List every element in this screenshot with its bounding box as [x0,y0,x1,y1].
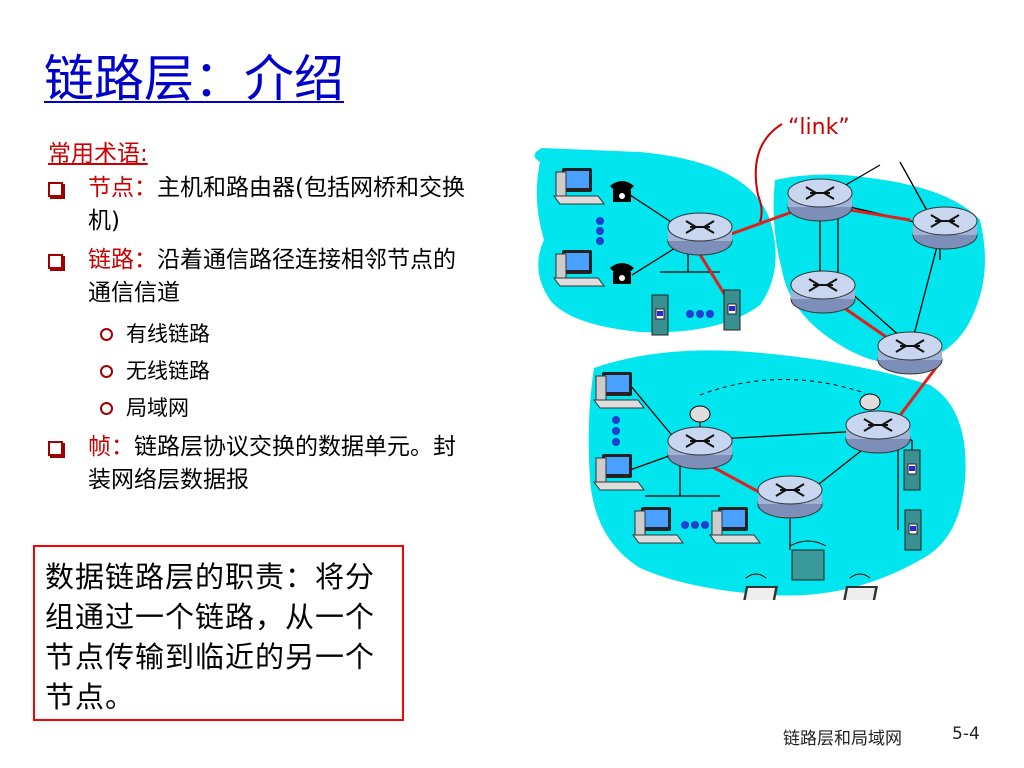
square-bullet-icon [48,441,63,456]
link-types: 有线链路 无线链路 局域网 [48,316,478,427]
sub-item: 局域网 [48,390,478,427]
footer-title: 链路层和局域网 [783,729,902,749]
duty-box: 数据链路层的职责：将分组通过一个链路，从一个节点传输到临近的另一个节点。 [33,545,404,721]
server-icon [651,294,669,336]
bullet-text: 链路层协议交换的数据单元。封装网络层数据报 [88,434,456,493]
telephone-icon [610,263,634,284]
router-icon [912,206,978,250]
bullet-keyword: 链路： [88,247,157,273]
term-list: 节点：主机和路由器(包括网桥和交换机) 链路：沿着通信路径连接相邻节点的通信信道… [48,172,478,503]
sub-item: 有线链路 [48,316,478,353]
bullet-link: 链路：沿着通信路径连接相邻节点的通信信道 [48,244,478,310]
router-icon [787,178,853,222]
terms-heading: 常用术语: [48,141,148,167]
bullet-text: 主机和路由器(包括网桥和交换机) [88,175,465,234]
access-point-icon [791,549,825,581]
page-number: 5-4 [952,724,980,744]
router-icon [877,331,943,375]
circle-bullet-icon [100,328,113,341]
router-icon [667,212,733,256]
bullet-node: 节点：主机和路由器(包括网桥和交换机) [48,172,478,238]
sub-item: 无线链路 [48,353,478,390]
telephone-icon [610,181,634,202]
router-icon [757,475,823,519]
server-icon [903,449,921,491]
router-icon [790,270,856,314]
bullet-keyword: 节点： [88,175,157,201]
bullet-text: 沿着通信路径连接相邻节点的通信信道 [88,247,456,306]
router-icon [667,426,733,470]
circle-bullet-icon [100,365,113,378]
router-icon [845,410,911,454]
bullet-keyword: 帧： [88,434,134,460]
page-title: 链路层：介绍 [44,50,344,108]
wireless-signal-icon [745,540,871,579]
satellite-dish-icon [689,393,881,423]
bullet-frame: 帧：链路层协议交换的数据单元。封装网络层数据报 [48,431,478,497]
server-icon [723,289,741,331]
link-label: “link” [788,115,850,140]
circle-bullet-icon [100,402,113,415]
server-icon [904,509,922,551]
ellipsis-dots [596,217,714,529]
square-bullet-icon [48,254,63,269]
network-diagram: “link” [534,115,985,600]
square-bullet-icon [48,182,63,197]
